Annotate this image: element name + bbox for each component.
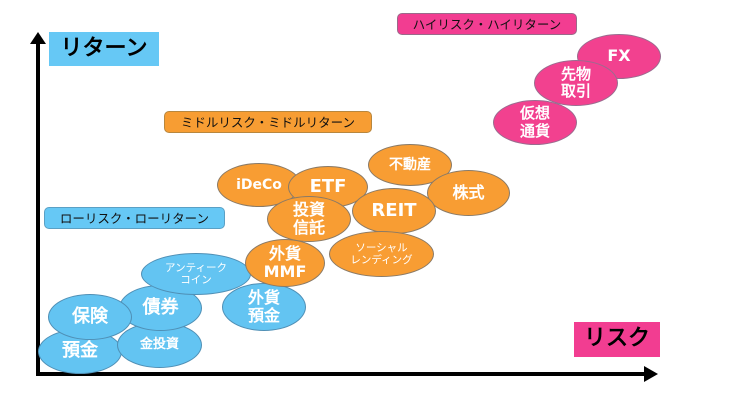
return-axis [36, 40, 40, 376]
bubble-stocks: 株式 [427, 170, 510, 216]
bubble-gold-investment: 金投資 [117, 322, 202, 368]
risk-axis [36, 372, 646, 376]
bubble-investment-trust: 投資 信託 [267, 196, 351, 242]
bubble-antique-coin: アンティーク コイン [141, 253, 251, 295]
bubble-foreign-currency-mmf: 外貨 MMF [245, 239, 325, 287]
return-axis-label: リターン [49, 32, 159, 66]
risk-axis-arrowhead [644, 366, 658, 382]
bubble-futures-trading: 先物 取引 [534, 60, 618, 106]
bubble-foreign-currency-deposit: 外貨 預金 [222, 283, 306, 331]
risk-axis-label: リスク [574, 322, 660, 357]
mid-risk-mid-return-label: ミドルリスク・ミドルリターン [164, 111, 372, 133]
return-axis-arrowhead [30, 32, 46, 44]
low-risk-low-return-label: ローリスク・ローリターン [44, 207, 225, 229]
bubble-cryptocurrency: 仮想 通貨 [493, 100, 577, 145]
high-risk-high-return-label: ハイリスク・ハイリターン [397, 13, 577, 35]
bubble-social-lending: ソーシャル レンディング [329, 231, 434, 277]
bubble-reit: REIT [352, 188, 436, 234]
bubble-insurance: 保険 [48, 294, 132, 340]
bubble-bonds: 債券 [119, 285, 202, 331]
